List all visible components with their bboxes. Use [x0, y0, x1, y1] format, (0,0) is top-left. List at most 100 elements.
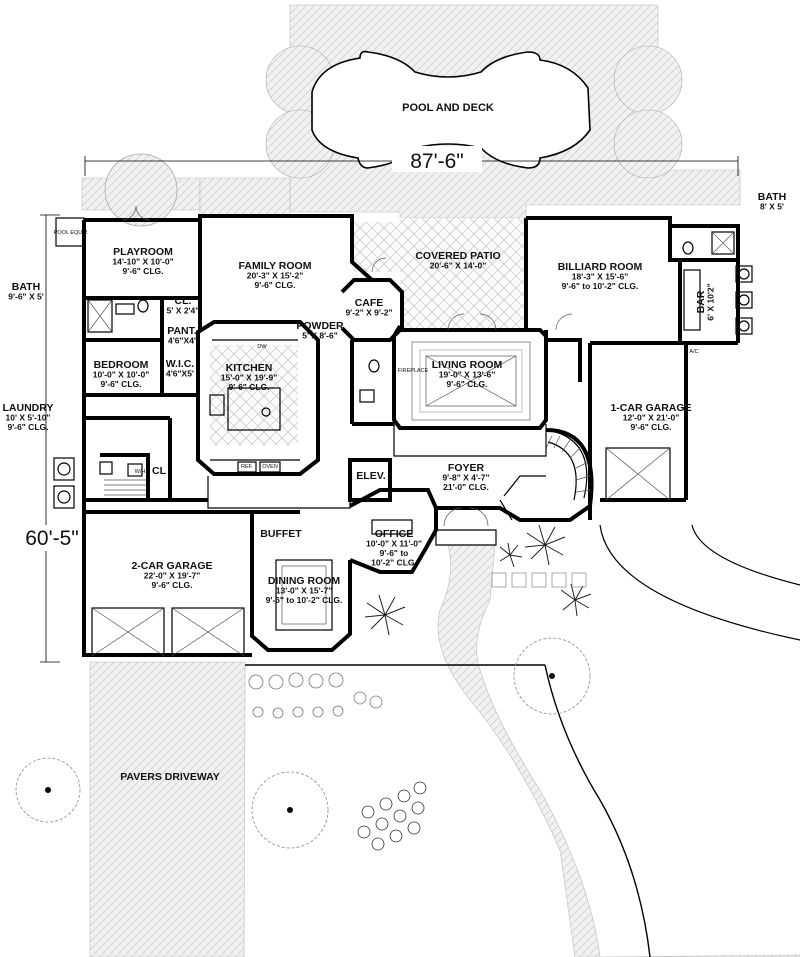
room-name: FOYER: [448, 462, 485, 474]
room-dimension: 9'-6" CLG.: [151, 580, 192, 590]
room-name: ELEV.: [356, 470, 385, 482]
depth-dimension: [16, 214, 86, 663]
shrub-row: [248, 672, 383, 719]
fixture-label: POOL EQUIP.: [54, 230, 89, 236]
room-dimension: 9'-6" X 5': [8, 292, 43, 302]
tree-right: [513, 637, 591, 715]
room-name: POOL AND DECK: [402, 102, 494, 114]
fixture-label: REF.: [241, 464, 253, 470]
room-name: KITCHEN: [226, 362, 273, 374]
room-dimension: 18'-3" X 15'-6": [572, 272, 629, 282]
room-dimension: 20'-6" X 14'-0": [430, 261, 487, 271]
room-dimension: 19'-0" X 13'-6": [439, 370, 496, 380]
room-name: BATH: [12, 281, 40, 293]
room-name: BILLIARD ROOM: [558, 261, 643, 273]
room-dimension: 9'-8" X 4'-7": [442, 473, 489, 483]
fixture-label: DW: [257, 344, 267, 350]
room-name: BATH: [758, 191, 786, 203]
room-name: PLAYROOM: [113, 246, 173, 258]
room-label-closet2: CL: [152, 465, 167, 477]
room-label-driveway: PAVERS DRIVEWAY: [120, 771, 220, 783]
walls: [82, 214, 740, 657]
room-dimension: 20'-3" X 15'-2": [247, 271, 304, 281]
room-dimension: 9'-6" CLG.: [254, 280, 295, 290]
room-name: COVERED PATIO: [415, 250, 500, 262]
room-name: LIVING ROOM: [432, 359, 503, 371]
landscaping: [15, 524, 592, 851]
palm-cluster: [364, 524, 592, 636]
room-dimension: 5' X 2'4": [167, 306, 200, 316]
room-label-pantry: PANT.4'6"X4': [167, 325, 197, 346]
room-dimension: 12'-0" X 21'-0": [623, 413, 680, 423]
room-dimension: 10'-2" CLG.: [371, 558, 417, 568]
room-label-pool: POOL AND DECK: [402, 102, 494, 114]
ac-units: [53, 265, 753, 509]
room-dimension: 10'-0" X 10'-0": [93, 370, 150, 380]
fixture-label: OVEN: [262, 464, 278, 470]
room-dimension: 4'6"X5': [166, 369, 194, 379]
deck-planter-circle: [104, 153, 178, 227]
flower-bed: [357, 781, 427, 851]
room-name: CL: [152, 465, 167, 477]
pool-deck: [81, 4, 741, 227]
room-dimension: 9'-6" to 10'-2" CLG.: [562, 281, 639, 291]
room-label-buffet: BUFFET: [260, 528, 302, 540]
plant-squares: [491, 572, 587, 588]
room-name: BEDROOM: [94, 359, 149, 371]
fixture-label: W/H: [135, 469, 146, 475]
room-label-elev: ELEV.: [356, 470, 385, 482]
room-dimension: 13'-0" X 15'-7": [276, 586, 333, 596]
room-dimension: 10'-0" X 11'-0": [366, 539, 422, 549]
room-dimension: 9'-6" to 10'-2" CLG.: [266, 595, 343, 605]
room-name: OFFICE: [375, 528, 414, 540]
driveway-pavers: [89, 524, 800, 957]
room-dimension: 21'-0" CLG.: [443, 482, 489, 492]
room-dimension: 9'-6" CLG.: [228, 382, 269, 392]
fixture-label: A/C: [689, 349, 698, 355]
room-name: CAFE: [355, 297, 384, 309]
room-dimension: 22'-0" X 19'-7": [144, 571, 201, 581]
room-dimension: 9'-6" CLG.: [100, 379, 141, 389]
depth-dimension-label: 60'-5": [25, 527, 79, 550]
room-name: PAVERS DRIVEWAY: [120, 771, 220, 783]
room-name: 1-CAR GARAGE: [610, 402, 691, 414]
room-dimension: 9'-6" CLG.: [7, 422, 48, 432]
room-name: POWDER: [296, 320, 344, 332]
room-name: 2-CAR GARAGE: [131, 560, 212, 572]
room-dimension: 9'-6" CLG.: [630, 422, 671, 432]
tree-left: [15, 757, 81, 823]
room-name: BAR: [695, 290, 707, 313]
room-dimension: 10' X 5'-10": [6, 413, 51, 423]
room-label-closet1: CL.5' X 2'4": [167, 295, 200, 316]
width-dimension: [84, 146, 739, 176]
room-dimension: 9'-6" CLG.: [446, 379, 487, 389]
plan-details: [53, 205, 753, 657]
room-dimension: 9'-6" CLG.: [122, 266, 163, 276]
patio-tiles: [210, 218, 531, 445]
room-name: DINING ROOM: [268, 575, 341, 587]
room-dimension: 4'6"X4': [168, 336, 196, 346]
room-dimension: 9'-6" to: [380, 548, 409, 558]
room-dimension: 5' X 8'-6": [302, 331, 337, 341]
room-dimension: 14'-10" X 10'-0": [112, 257, 173, 267]
room-name: W.I.C.: [166, 358, 195, 370]
room-name: LAUNDRY: [3, 402, 54, 414]
room-dimension: 6' X 10'2": [706, 283, 716, 320]
